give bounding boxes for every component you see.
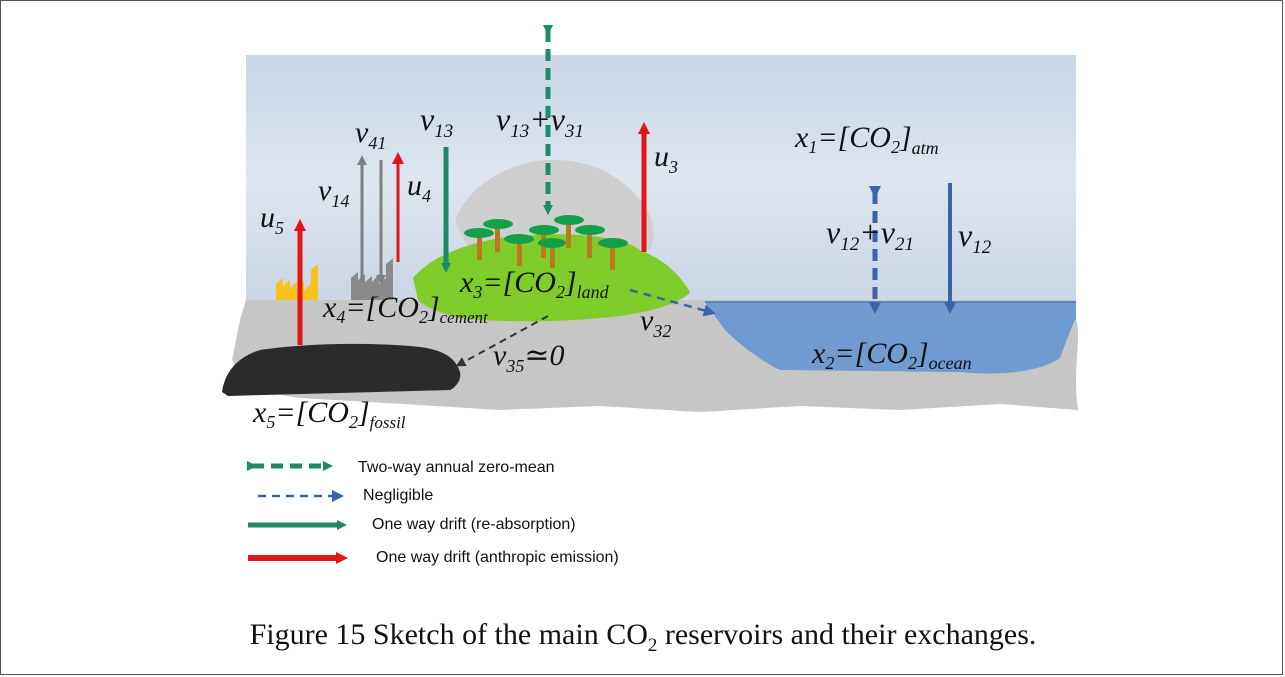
legend-item-anthropic: One way drift (anthropic emission) <box>248 549 619 566</box>
legend-item-reabsorption: One way drift (re-absorption) <box>248 516 576 533</box>
x4-label: x4=[CO2]cement <box>322 291 489 327</box>
legend-item-two-way: Two-way annual zero-mean <box>247 459 555 476</box>
v13-label: v13 <box>420 101 453 142</box>
u5-label: u5 <box>260 201 284 238</box>
legend: Two-way annual zero-mean Negligible One … <box>247 459 619 566</box>
u4-label: u4 <box>407 169 431 206</box>
v12-v21-label: v12+v21 <box>826 214 914 255</box>
u3-label: u3 <box>654 140 678 177</box>
x1-label: x1=[CO2]atm <box>794 121 939 158</box>
legend-label-reabsorption: One way drift (re-absorption) <box>372 516 576 533</box>
factory-yellow <box>276 264 318 300</box>
x5-label: x5=[CO2]fossil <box>252 396 406 432</box>
x2-label: x2=[CO2]ocean <box>811 337 972 373</box>
forest <box>464 215 628 270</box>
fossil-reservoir <box>222 343 461 396</box>
legend-label-two-way: Two-way annual zero-mean <box>358 459 555 476</box>
v41-label: v41 <box>355 116 386 153</box>
legend-item-negligible: Negligible <box>258 487 433 504</box>
x3-label: x3=[CO2]land <box>459 266 610 302</box>
v35-arrow <box>455 315 549 367</box>
figure-caption: Figure 15 Sketch of the main CO2 reservo… <box>250 618 1037 656</box>
v14-label: v14 <box>318 174 349 211</box>
v13-v31-label: v13+v31 <box>496 101 584 142</box>
v35-label: v35≃0 <box>493 339 564 376</box>
land <box>413 234 690 322</box>
legend-label-anthropic: One way drift (anthropic emission) <box>376 549 619 566</box>
legend-label-negligible: Negligible <box>363 487 433 504</box>
factory-cement <box>351 258 393 300</box>
v12-label: v12 <box>958 217 992 258</box>
v32-label: v32 <box>640 304 671 341</box>
ocean <box>705 302 1076 374</box>
